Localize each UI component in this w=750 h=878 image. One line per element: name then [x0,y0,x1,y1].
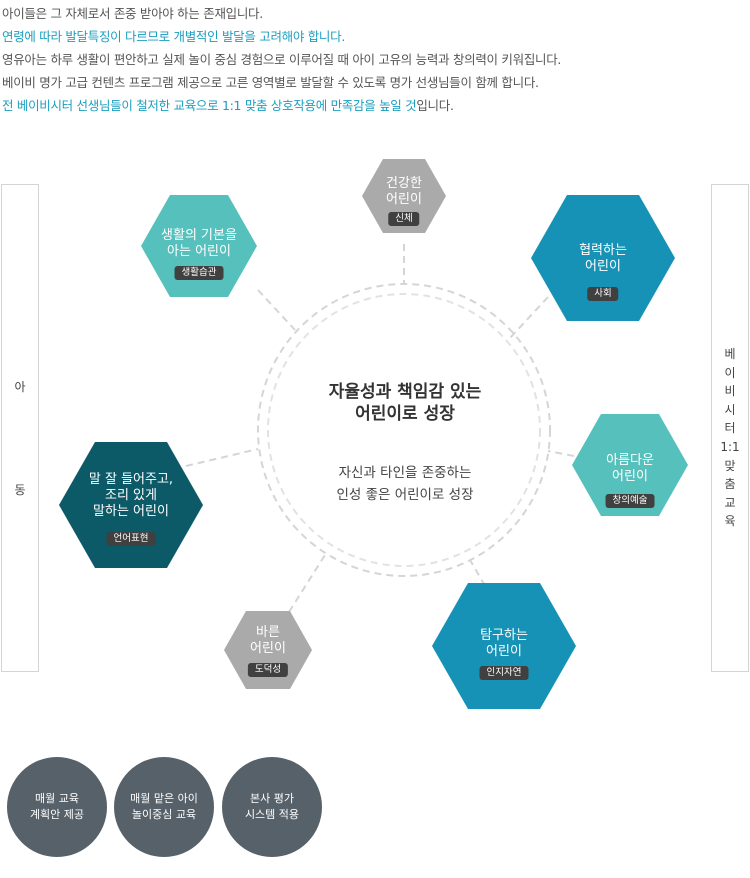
hex-moral-badge: 도덕성 [247,663,289,677]
intro-line-4: 베이비 명가 고급 컨텐츠 프로그램 제공으로 고른 영역별로 발달할 수 있도… [2,75,539,90]
center-title: 자율성과 책임감 있는 어린이로 성장 [328,382,482,424]
hex-health [362,159,446,233]
intro-line-1: 아이들은 그 자체로서 존중 받아야 하는 존재입니다. [2,6,263,21]
outer-dashed-ring [257,283,551,577]
hex-language-badge: 언어표현 [106,532,156,546]
center-subtitle: 자신과 타인을 존중하는 인성 좋은 어린이로 성장 [336,465,474,503]
intro-line-5-accent: 전 베이비시터 선생님들이 철저한 교육으로 1:1 맞춤 상호작용에 만족감을… [2,98,417,113]
hex-habit-label: 생활의 기본을 아는 어린이 [161,228,237,259]
hex-social [531,195,675,321]
feature-circle-evaluation: 본사 평가 시스템 적용 [222,757,322,857]
hex-language [59,442,203,568]
inner-dashed-ring [267,293,541,567]
feature-circle-play: 매월 맡은 아이 놀이중심 교육 [114,757,214,857]
hex-science [432,583,576,709]
intro-line-2: 연령에 따라 발달특징이 다르므로 개별적인 발달을 고려해야 합니다. [2,29,345,44]
right-label-box: 베 이 비 시 터 1:1 맞 춤 교 육 [711,184,749,672]
left-label-char-1: 아 [14,380,26,394]
hex-science-label: 탐구하는 어린이 [480,628,528,659]
hex-habit [141,195,257,297]
hex-social-label: 협력하는 어린이 [579,243,627,274]
right-label-text: 베 이 비 시 터 1:1 맞 춤 교 육 [720,347,740,529]
hex-moral-label: 바른 어린이 [250,625,286,656]
hex-social-badge: 사회 [587,287,619,301]
hex-health-badge: 신체 [388,212,420,226]
feature-circle-plan: 매월 교육 계획안 제공 [7,757,107,857]
intro-line-3: 영유아는 하루 생활이 편안하고 실제 놀이 중심 경험으로 이루어질 때 아이… [2,52,562,67]
hex-moral [224,611,312,689]
intro-line-5-tail: 입니다. [416,98,454,113]
hex-art-label: 아름다운 어린이 [606,453,654,484]
hex-art-badge: 창의예술 [605,494,655,508]
hex-language-label: 말 잘 들어주고, 조리 있게 말하는 어린이 [88,472,174,519]
hex-habit-badge: 생활습관 [174,266,224,280]
connector-moral [288,554,326,613]
hex-science-badge: 인지자연 [479,666,529,680]
intro-text: 아이들은 그 자체로서 존중 받아야 하는 존재입니다. 연령에 따라 발달특징… [2,2,748,117]
left-label-char-2: 동 [14,483,26,497]
hex-health-label: 건강한 어린이 [386,176,422,207]
hex-art [572,414,688,516]
connector-social [509,296,549,339]
left-label-box: 아 동 [1,184,39,672]
connector-habit [257,289,296,331]
intro-line-5: 전 베이비시터 선생님들이 철저한 교육으로 1:1 맞춤 상호작용에 만족감을… [2,94,748,117]
connector-lines [185,244,575,613]
connector-language [185,448,259,467]
connector-art [547,450,575,457]
